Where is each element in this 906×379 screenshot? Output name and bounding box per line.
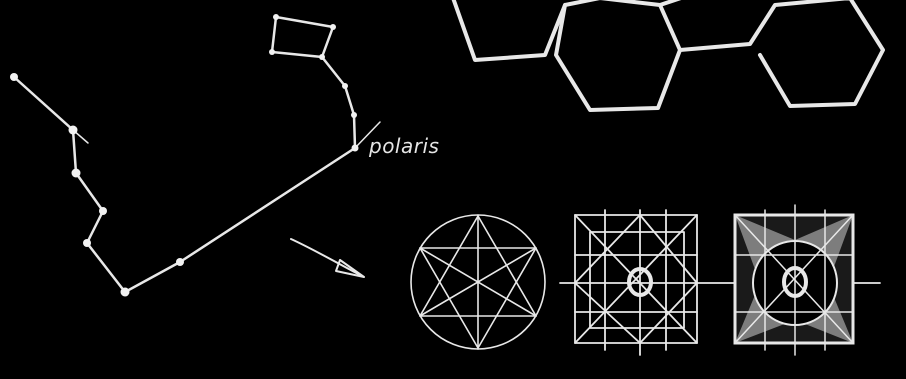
arrow-icon [291,239,364,277]
hexagram-in-circle [411,215,545,349]
polaris-label: polaris [369,134,439,158]
shaded-square-sketch [735,205,853,355]
hexagon-pattern [452,0,883,110]
constellation-sketch [10,14,380,297]
